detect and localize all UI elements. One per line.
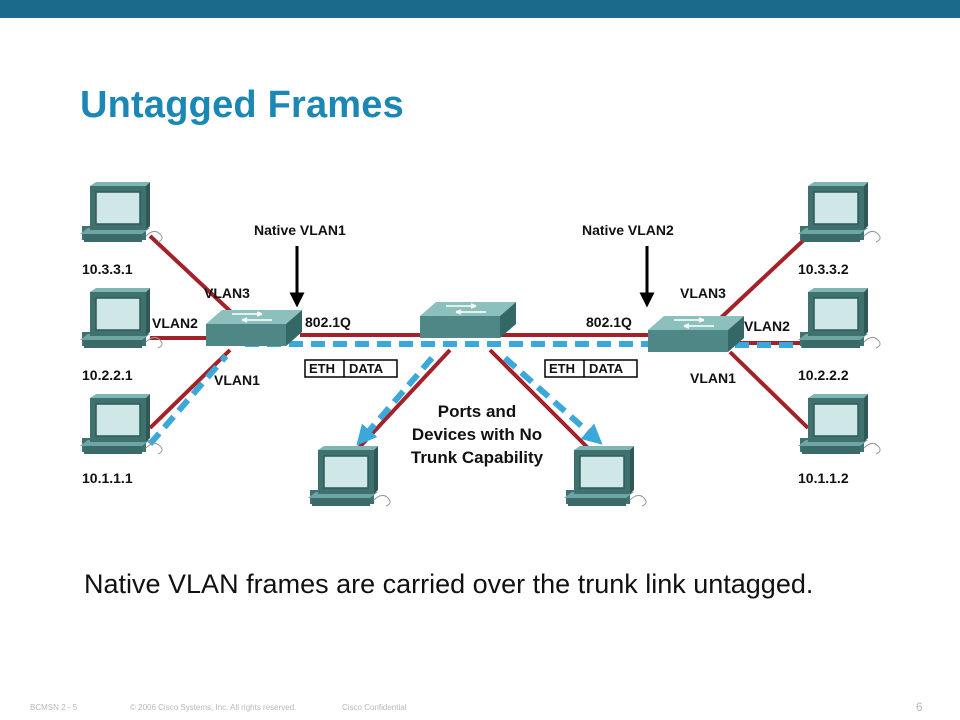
link-left-vlan1 [148, 348, 232, 430]
no-trunk-label: Ports and Devices with No Trunk Capabili… [411, 402, 544, 467]
vlan-label: VLAN2 [152, 315, 198, 331]
pc-no-trunk-left [307, 445, 391, 507]
host-ip-label: 10.1.1.1 [82, 470, 133, 486]
native-vlan-left-label: Native VLAN1 [254, 222, 346, 238]
host-ip-label: 10.2.2.1 [82, 367, 133, 383]
native-path-arrow-left [356, 356, 435, 446]
trunk-left-label: 802.1Q [305, 314, 351, 330]
native-vlan-right-label: Native VLAN2 [582, 222, 674, 238]
footer-confidential: Cisco Confidential [342, 703, 407, 712]
page-number: 6 [916, 700, 923, 714]
no-trunk-line: Devices with No [412, 425, 542, 444]
switch-right [647, 315, 745, 353]
slide-title: Untagged Frames [80, 84, 404, 126]
link-right-vlan1 [728, 350, 810, 430]
footer-course: BCMSN 2 - 5 [30, 703, 78, 712]
pc-left-10-2-2-1 [79, 287, 163, 349]
frame-eth-label: ETH [309, 361, 335, 376]
pc-left-10-1-1-1 [79, 393, 163, 455]
host-ip-label: 10.3.3.1 [82, 261, 133, 277]
switch-center [419, 301, 517, 339]
link-right-vlan3 [708, 234, 810, 330]
host-ip-label: 10.3.3.2 [798, 261, 849, 277]
pc-right-10-2-2-2 [797, 287, 881, 349]
pc-no-trunk-right [563, 445, 647, 507]
host-ip-label: 10.2.2.2 [798, 367, 849, 383]
frame-data-label: DATA [349, 361, 384, 376]
frame-box-right: ETH DATA [544, 359, 638, 378]
no-trunk-line: Ports and [438, 402, 516, 421]
top-banner [0, 0, 960, 18]
vlan-label: VLAN3 [204, 285, 250, 301]
native-path-left-host [147, 354, 229, 446]
pc-left-10-3-3-1 [79, 181, 163, 243]
frame-eth-label: ETH [549, 361, 575, 376]
footer-copyright: © 2006 Cisco Systems, Inc. All rights re… [130, 703, 297, 712]
trunk-right-label: 802.1Q [586, 314, 632, 330]
switch-left [205, 309, 303, 347]
vlan-label: VLAN3 [680, 285, 726, 301]
pc-right-10-3-3-2 [797, 181, 881, 243]
frame-data-label: DATA [589, 361, 624, 376]
host-ip-label: 10.1.1.2 [798, 470, 849, 486]
vlan-label: VLAN1 [214, 372, 260, 388]
vlan-label: VLAN1 [690, 370, 736, 386]
frame-box-left: ETH DATA [304, 359, 398, 378]
slide-caption: Native VLAN frames are carried over the … [84, 569, 814, 599]
vlan-label: VLAN2 [744, 318, 790, 334]
pc-right-10-1-1-2 [797, 393, 881, 455]
native-path-arrow-right [503, 355, 603, 445]
no-trunk-line: Trunk Capability [411, 448, 544, 467]
link-center-pc2 [488, 348, 592, 452]
